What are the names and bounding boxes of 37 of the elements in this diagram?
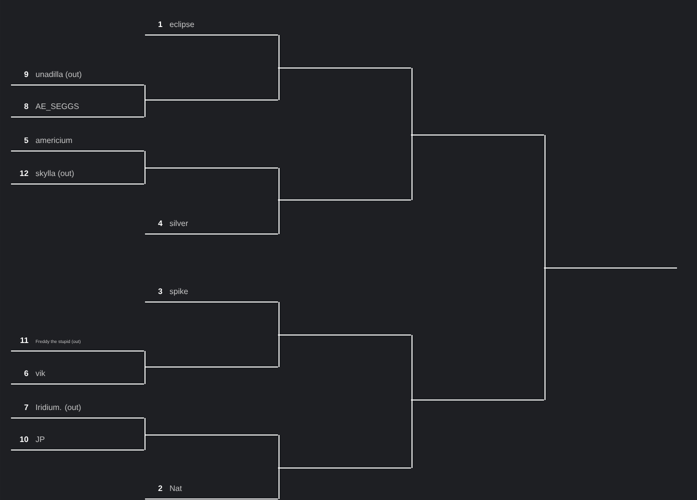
bracket-slot: 1 eclipse (144, 21, 278, 36)
bracket-connector (410, 400, 412, 468)
bracket-connector (410, 134, 412, 200)
bracket-connector (544, 134, 546, 268)
bracket-slot: 12 skylla (out) (10, 170, 144, 184)
bracket-connector (144, 168, 146, 184)
bracket-connector (278, 68, 280, 100)
winner-line (144, 366, 278, 368)
bracket-connector (410, 68, 412, 136)
bracket-connector (144, 418, 146, 436)
bracket-slot: 7 Iridium. (out) (10, 404, 144, 418)
bracket-connector (278, 468, 280, 500)
bracket-connector (544, 268, 546, 400)
bracket-slot: 5 americium (10, 137, 144, 152)
bracket-connector (144, 366, 146, 384)
bracket-slot: 8 AE_SEGGS (10, 103, 144, 118)
bracket-slot: 3 spike (144, 288, 278, 302)
winner-line (278, 334, 412, 336)
bracket-slot: 9 unadilla (out) (10, 71, 144, 86)
bracket-connector (144, 84, 146, 100)
bracket-connector (278, 434, 280, 468)
winner-line (410, 134, 544, 136)
bracket-slot: 6 vik (10, 370, 144, 384)
bracket-connector (144, 150, 146, 168)
bracket-connector (144, 350, 146, 368)
winner-line (144, 434, 278, 436)
bracket-connector (278, 168, 280, 200)
bracket-connector (278, 302, 280, 336)
bracket-connector (278, 200, 280, 234)
bracket-connector (410, 334, 412, 400)
bracket-slot: 2 Nat (144, 485, 278, 500)
bracket-connector (144, 434, 146, 450)
bracket-connector (144, 100, 146, 118)
bracket-connector (278, 334, 280, 368)
bracket-connector (278, 34, 280, 68)
bracket-slot: 10 JP (10, 436, 144, 450)
bracket-slot: 4 silver (144, 220, 278, 234)
